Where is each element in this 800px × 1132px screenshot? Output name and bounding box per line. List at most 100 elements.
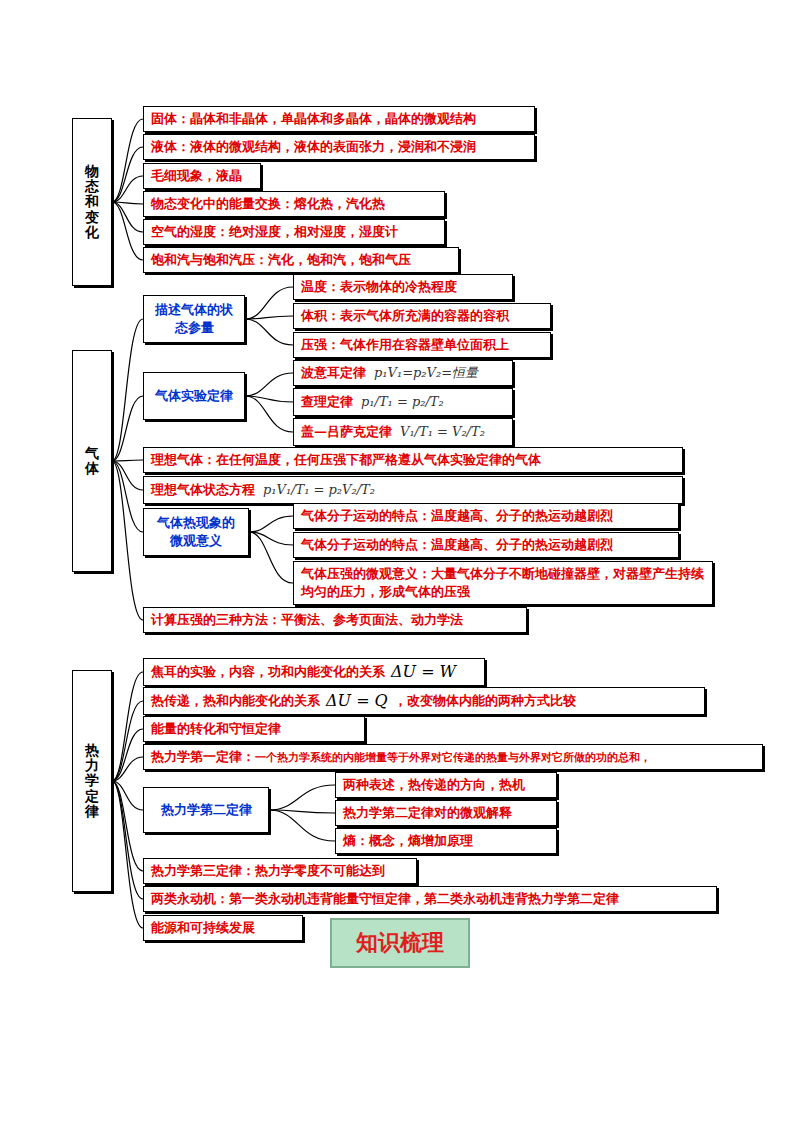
point-box: 两类永动机：第一类永动机违背能量守恒定律，第二类永动机违背热力学第二定律 (143, 886, 717, 912)
node-text: 热力学第二定律 (161, 801, 252, 819)
node-text: 理想气体：在任何温度，任何压强下都严格遵从气体实验定律的气体 (151, 451, 541, 469)
point-box: 热传递，热和内能变化的关系 ΔU = Q ，改变物体内能的两种方式比较 (143, 687, 705, 715)
node-text: 热传递，热和内能变化的关系 (151, 692, 320, 710)
point-box: 盖—吕萨克定律 V₁/T₁ = V₂/T₂ (293, 418, 513, 446)
node-text: 能源和可持续发展 (151, 919, 255, 937)
branch-line (112, 701, 143, 781)
point-box: 液体：液体的微观结构，液体的表面张力，浸润和不浸润 (143, 134, 535, 160)
node-text: 气体实验定律 (155, 387, 233, 405)
point-box: 体积：表示气体所充满的容器的容积 (293, 303, 551, 329)
node-text: ，改变物体内能的两种方式比较 (394, 692, 576, 710)
branch-line (245, 396, 293, 402)
branch-line (112, 147, 143, 202)
point-box: 物态变化中的能量交换：熔化热，汽化热 (143, 191, 445, 217)
node-text: 两种表述，热传递的方向，热机 (343, 776, 525, 794)
point-box: 气体分子运动的特点：温度越高、分子的热运动越剧烈 (293, 503, 679, 529)
node-text: 液体：液体的微观结构，液体的表面张力，浸润和不浸润 (151, 138, 476, 156)
branch-line (112, 461, 143, 532)
node-text: 固体：晶体和非晶体，单晶体和多晶体，晶体的微观结构 (151, 110, 476, 128)
branch-line (269, 785, 335, 810)
branch-line (245, 316, 293, 319)
branch-line (245, 287, 293, 319)
node-body: 一个热力学系统的内能增量等于外界对它传递的热量与外界对它所做的功的总和， (255, 750, 651, 764)
formula: V₁/T₁ = V₂/T₂ (400, 423, 485, 441)
node-text: 物态和变化 (85, 164, 99, 241)
node-text: 计算压强的三种方法：平衡法、参考页面法、动力学法 (151, 611, 463, 629)
formula: p₁V₁=p₂V₂=恒量 (374, 364, 478, 382)
node-text: 热力学定律 (85, 743, 99, 820)
node-text: 两类永动机：第一类永动机违背能量守恒定律，第二类永动机违背热力学第二定律 (151, 890, 619, 908)
node-text: 焦耳的实验，内容，功和内能变化的关系 (151, 663, 385, 681)
node-text: 空气的湿度：绝对湿度，相对湿度，湿度计 (151, 223, 398, 241)
branch-line (249, 516, 293, 532)
point-box: 热力学第一定律：一个热力学系统的内能增量等于外界对它传递的热量与外界对它所做的功… (143, 744, 763, 770)
node-text: 热力学第三定律：热力学零度不可能达到 (151, 862, 385, 880)
point-box: 压强：气体作用在容器壁单位面积上 (293, 332, 551, 358)
point-box: 能源和可持续发展 (143, 915, 303, 941)
node-text: 毛细现象，液晶 (151, 167, 242, 185)
node-text: 查理定律 (301, 393, 353, 411)
point-box: 计算压强的三种方法：平衡法、参考页面法、动力学法 (143, 607, 527, 633)
branch-line (112, 781, 143, 871)
branch-line (112, 319, 143, 461)
topic-box: 物态和变化 (72, 118, 112, 286)
branch-line (269, 810, 335, 841)
node-text: 压强：气体作用在容器壁单位面积上 (301, 336, 509, 354)
point-box: 空气的湿度：绝对湿度，相对湿度，湿度计 (143, 219, 445, 245)
branch-line (249, 532, 293, 583)
branch-line (112, 729, 143, 781)
subtopic-box: 描述气体的状态参量 (143, 295, 245, 343)
formula: ΔU = Q (326, 690, 388, 712)
subtopic-box: 气体实验定律 (143, 372, 245, 420)
point-box: 气体压强的微观意义：大量气体分子不断地碰撞器壁，对器壁产生持续均匀的压力，形成气… (293, 561, 713, 605)
node-text: 气体分子运动的特点：温度越高、分子的热运动越剧烈 (301, 536, 613, 554)
node-text: 温度：表示物体的冷热程度 (301, 278, 457, 296)
point-box: 查理定律 p₁/T₁ = p₂/T₂ (293, 388, 513, 416)
subtopic-box: 热力学第二定律 (143, 787, 269, 833)
branch-line (112, 176, 143, 202)
node-text: 描述气体的状态参量 (151, 301, 237, 336)
node-text: 气体分子运动的特点：温度越高、分子的热运动越剧烈 (301, 507, 613, 525)
point-box: 温度：表示物体的冷热程度 (293, 274, 513, 300)
node-text: 饱和汽与饱和汽压：汽化，饱和汽，饱和气压 (151, 251, 411, 269)
node-text: 气体热现象的微观意义 (151, 514, 241, 549)
node-text: 气体压强的微观意义：大量气体分子不断地碰撞器壁，对器壁产生持续均匀的压力，形成气… (301, 565, 705, 600)
node-text: 热力学第一定律： (151, 748, 255, 766)
point-box: 固体：晶体和非晶体，单晶体和多晶体，晶体的微观结构 (143, 106, 535, 132)
node-text: 理想气体状态方程 (151, 481, 255, 499)
node-text: 物态变化中的能量交换：熔化热，汽化热 (151, 195, 385, 213)
point-box: 波意耳定律 p₁V₁=p₂V₂=恒量 (293, 360, 513, 386)
point-box: 毛细现象，液晶 (143, 163, 261, 189)
point-box: 理想气体状态方程 p₁V₁/T₁ = p₂V₂/T₂ (143, 476, 683, 504)
formula: p₁/T₁ = p₂/T₂ (361, 393, 444, 411)
topic-box: 气体 (72, 350, 112, 572)
node-text: 体积：表示气体所充满的容器的容积 (301, 307, 509, 325)
branch-line (112, 119, 143, 202)
node-text: 熵：概念，熵增加原理 (343, 832, 473, 850)
point-box: 热力学第二定律对的微观解释 (335, 800, 557, 826)
node-text: 波意耳定律 (301, 364, 366, 382)
node-text: 盖—吕萨克定律 (301, 423, 392, 441)
formula: p₁V₁/T₁ = p₂V₂/T₂ (263, 481, 375, 499)
branch-line (245, 396, 293, 432)
branch-line (245, 319, 293, 345)
point-box: 焦耳的实验，内容，功和内能变化的关系ΔU = W (143, 658, 485, 686)
point-box: 气体分子运动的特点：温度越高、分子的热运动越剧烈 (293, 532, 679, 558)
watermark: 知识梳理 (330, 918, 470, 968)
node-text: 能量的转化和守恒定律 (151, 720, 281, 738)
point-box: 饱和汽与饱和汽压：汽化，饱和汽，饱和气压 (143, 247, 459, 273)
branch-line (112, 461, 143, 620)
branch-line (112, 202, 143, 260)
branch-line (112, 461, 143, 490)
point-box: 理想气体：在任何温度，任何压强下都严格遵从气体实验定律的气体 (143, 447, 683, 473)
branch-line (112, 396, 143, 461)
point-box: 能量的转化和守恒定律 (143, 716, 365, 742)
branch-line (112, 781, 143, 928)
branch-line (245, 373, 293, 396)
subtopic-box: 气体热现象的微观意义 (143, 508, 249, 556)
node-text: 气体 (85, 446, 99, 477)
branch-line (112, 781, 143, 899)
point-box: 热力学第三定律：热力学零度不可能达到 (143, 858, 417, 884)
node-text: 热力学第二定律对的微观解释 (343, 804, 512, 822)
branch-line (112, 757, 143, 781)
